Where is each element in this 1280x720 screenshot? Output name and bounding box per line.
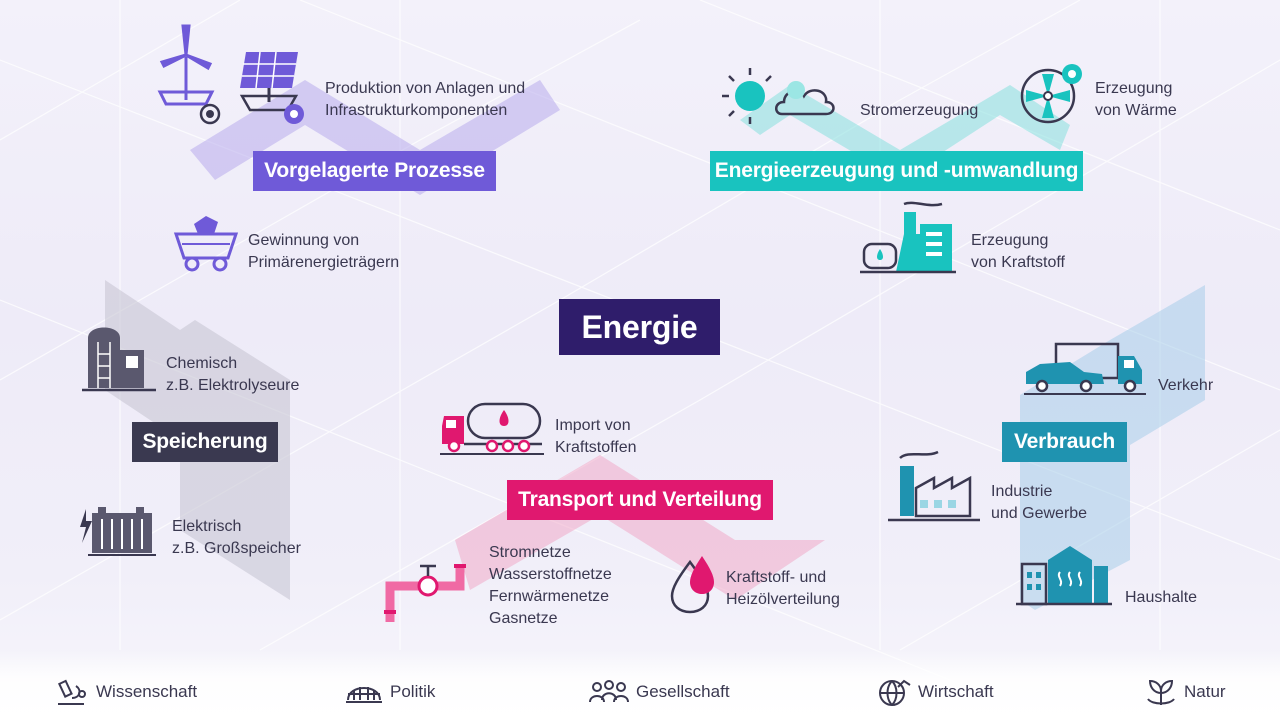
tanker-truck-icon (440, 402, 544, 455)
label-fuel-production: Erzeugung von Kraftstoff (971, 230, 1065, 274)
refinery-icon (860, 201, 956, 274)
oil-drop-icon (670, 556, 714, 614)
label-extraction: Gewinnung von Primärenergieträgern (248, 230, 399, 274)
label-import: Import von Kraftstoffen (555, 415, 637, 459)
label-line: von Kraftstoff (971, 254, 1065, 271)
label-line: Haushalte (1125, 589, 1198, 606)
label-heat: Erzeugung von Wärme (1095, 78, 1177, 122)
label-line: Industrie (991, 483, 1053, 500)
factory-icon (888, 450, 980, 522)
mine-cart-icon (173, 216, 239, 272)
footer-label: Gesellschaft (636, 682, 730, 701)
label-line: Gewinnung von (248, 232, 360, 249)
footer-bar (0, 650, 1280, 720)
battery-storage-icon (80, 507, 156, 556)
plant-icon (1147, 679, 1175, 705)
vehicles-icon (1024, 342, 1146, 395)
microscope-icon (57, 679, 86, 705)
label-fuel-distribution: Kraftstoff- und Heizölverteilung (726, 567, 840, 611)
chemical-plant-icon (82, 327, 156, 392)
wind-turbine-icon (157, 24, 221, 125)
label-electric: Elektrisch z.B. Großspeicher (172, 516, 301, 560)
label-line: Import von (555, 417, 631, 434)
label-line: Fernwärmenetze (489, 588, 610, 605)
label-line: Erzeugung (1095, 80, 1173, 97)
heat-fan-icon (1020, 64, 1082, 124)
label-line: Verkehr (1158, 377, 1214, 394)
label-line: Heizölverteilung (726, 591, 840, 608)
label-line: Kraftstoff- und (726, 569, 827, 586)
center-title: Energie (559, 299, 720, 355)
label-line: von Wärme (1095, 102, 1177, 119)
label-line: Erzeugung (971, 232, 1049, 249)
footer-item-science: Wissenschaft (54, 678, 197, 706)
label-households: Haushalte (1125, 587, 1197, 609)
houses-icon (1016, 546, 1112, 606)
label-line: Elektrisch (172, 518, 242, 535)
pipeline-icon (384, 564, 466, 622)
label-power: Stromerzeugung (860, 100, 978, 122)
label-line: Stromerzeugung (860, 102, 979, 119)
parliament-icon (346, 687, 382, 703)
footer-item-society: Gesellschaft (588, 678, 730, 706)
label-line: und Gewerbe (991, 505, 1088, 522)
tag-upstream: Vorgelagerte Prozesse (253, 151, 496, 191)
label-line: Kraftstoffen (555, 439, 637, 456)
footer-label: Natur (1184, 682, 1226, 701)
label-line: Wasserstoffnetze (489, 566, 612, 583)
footer-item-politics: Politik (344, 678, 435, 706)
label-production: Produktion von Anlagen und Infrastruktur… (325, 78, 525, 122)
footer-label: Wissenschaft (96, 682, 198, 701)
tag-generation: Energieerzeugung und -umwandlung (710, 151, 1083, 191)
people-group-icon (589, 680, 629, 703)
globe-chart-icon (879, 679, 911, 706)
tag-storage: Speicherung (132, 422, 278, 462)
tag-transport: Transport und Verteilung (507, 480, 773, 520)
label-traffic: Verkehr (1158, 375, 1213, 397)
footer-label: Politik (390, 682, 436, 701)
label-chemical: Chemisch z.B. Elektrolyseure (166, 353, 299, 397)
label-line: Chemisch (166, 355, 238, 372)
label-line: z.B. Großspeicher (172, 540, 301, 557)
label-line: Infrastrukturkomponenten (325, 102, 508, 119)
label-grids: Stromnetze Wasserstoffnetze Fernwärmenet… (489, 542, 612, 630)
footer-item-nature: Natur (1144, 678, 1226, 706)
label-line: Stromnetze (489, 544, 571, 561)
label-industry: Industrie und Gewerbe (991, 481, 1087, 525)
footer-item-economy: Wirtschaft (876, 678, 994, 706)
label-line: z.B. Elektrolyseure (166, 377, 300, 394)
label-line: Produktion von Anlagen und (325, 80, 526, 97)
footer-label: Wirtschaft (918, 682, 994, 701)
label-line: Primärenergieträgern (248, 254, 400, 271)
tag-consumption: Verbrauch (1002, 422, 1127, 462)
label-line: Gasnetze (489, 610, 558, 627)
sun-cloud-icon (722, 68, 835, 124)
solar-panel-icon (239, 51, 304, 124)
